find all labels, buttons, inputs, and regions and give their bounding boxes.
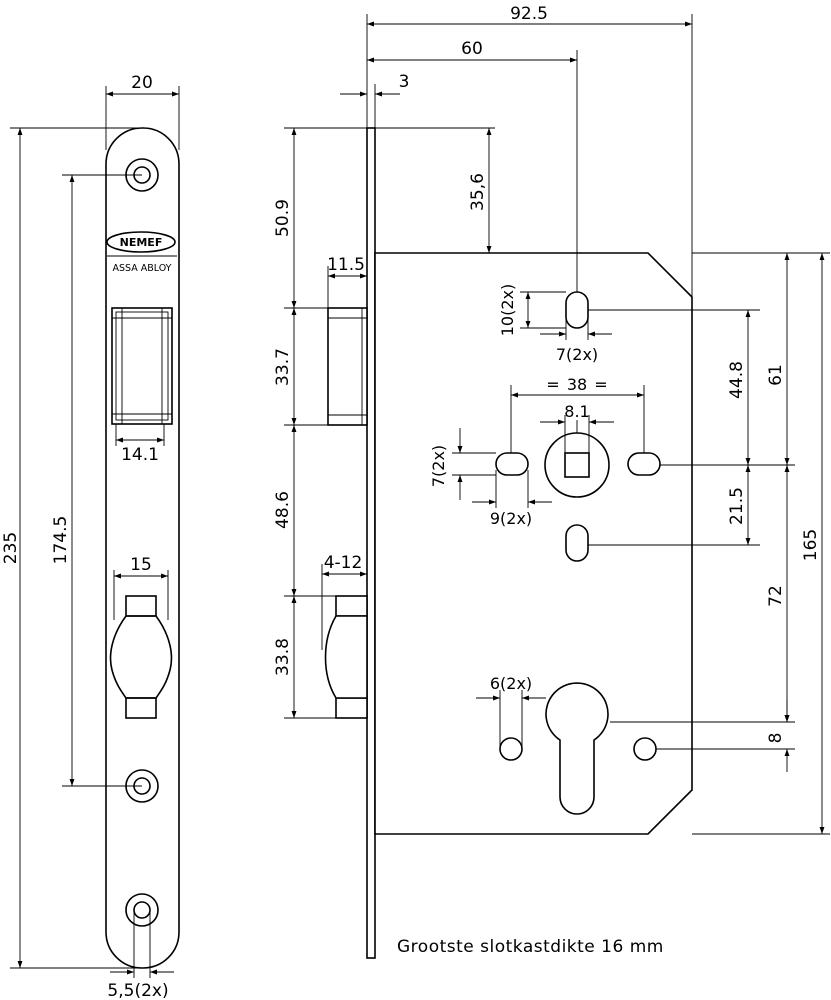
dim-label: 9(2x): [490, 509, 532, 528]
dim-label: 38: [567, 375, 587, 394]
dim-slot-to-spindle: 44.8: [727, 310, 751, 465]
dim-bolt-projection: 4-12: [321, 553, 367, 650]
cylinder-cutout: [545, 682, 609, 815]
brand-sub: ASSA ABLOY: [113, 263, 172, 274]
dim-spindle-square: 8.1: [540, 402, 614, 453]
brand-name: NEMEF: [120, 236, 163, 249]
dim-label: 92.5: [510, 4, 548, 24]
dim-backset: 60: [367, 39, 578, 292]
dim-label: 33.7: [273, 348, 293, 386]
latch-bolt: [327, 307, 368, 426]
dim-label: 165: [801, 529, 821, 561]
dim-label: 61: [766, 364, 786, 386]
dim-top-to-latch: 50.9: [273, 128, 328, 309]
svg-text:=: =: [546, 375, 559, 394]
dim-label: 8.1: [564, 402, 589, 421]
dim-top-to-case: 35,6: [468, 128, 492, 253]
front-plate: [105, 127, 180, 969]
side-view: 92.5 60 3 50.9 35,6 11.5: [273, 4, 830, 959]
dim-latch-width: 14.1: [115, 424, 165, 465]
deadbolt-opening: [109, 595, 173, 719]
dim-label: 8: [766, 733, 786, 744]
dim-label: 60: [461, 39, 483, 59]
dim-top-to-spindle: 61: [766, 253, 790, 465]
svg-text:=: =: [594, 375, 607, 394]
dim-label: 174.5: [51, 516, 71, 565]
dim-label: 20: [131, 73, 153, 93]
spindle-hub: [544, 420, 610, 498]
dim-bolt-width: 15: [113, 555, 169, 620]
front-plate-view: NEMEF ASSA ABLOY 20: [1, 73, 180, 1000]
dim-fixing-slot-height: 10(2x): [498, 284, 566, 337]
dim-label: 72: [766, 585, 786, 607]
dim-plate-height: 235: [1, 127, 142, 969]
dim-label: 33.8: [273, 638, 293, 676]
dim-fixing-slot-width: 7(2x): [540, 310, 612, 364]
lock-case: [374, 252, 693, 835]
dim-plate-width: 20: [105, 73, 180, 150]
dim-spindle-centers: 38 = =: [510, 375, 645, 453]
dim-label: 21.5: [727, 487, 747, 525]
latch-opening: [111, 307, 173, 425]
dim-screw-hole: 6(2x): [476, 674, 546, 749]
dim-spindle-to-cylinder: 72: [766, 465, 790, 722]
dim-label: 7(2x): [429, 445, 448, 487]
dim-plate-thickness: 3: [340, 72, 409, 128]
dim-label: 11.5: [327, 255, 365, 275]
dim-label: 44.8: [727, 361, 747, 399]
dim-label: 50.9: [273, 199, 293, 237]
dim-spindle-to-slot: 21.5: [727, 465, 751, 545]
caption: Grootste slotkastdikte 16 mm: [397, 937, 664, 957]
dim-case-height: 165: [801, 253, 825, 834]
dim-label: 15: [130, 555, 152, 575]
dim-latch-projection: 11.5: [327, 255, 367, 308]
dim-label: 7(2x): [556, 345, 598, 364]
forend-plate: [366, 127, 376, 959]
dim-label: 14.1: [121, 445, 159, 465]
dim-total-depth: 92.5: [366, 4, 693, 297]
dim-label: 6(2x): [490, 674, 532, 693]
dim-hole-spacing: 174.5: [51, 174, 142, 787]
dim-hole-diameter: 5,5(2x): [107, 910, 174, 1000]
side-slot-left: [495, 452, 529, 476]
dim-side-slot-width: 9(2x): [472, 470, 552, 528]
dim-label: 3: [399, 72, 410, 92]
dim-side-slot-height: 7(2x): [429, 428, 496, 500]
fixing-slot-bottom: [565, 524, 589, 562]
dim-label: 10(2x): [498, 284, 517, 337]
dim-label: 5,5(2x): [107, 981, 168, 1000]
dim-label: 48.6: [273, 491, 293, 529]
dim-bolt-height: 33.8: [273, 596, 336, 719]
dim-label: 4-12: [324, 553, 363, 573]
deadbolt: [324, 595, 368, 719]
dim-label: 35,6: [468, 173, 488, 211]
dim-cylinder-to-holes: 8: [766, 700, 790, 772]
nemef-logo: NEMEF ASSA ABLOY: [106, 231, 177, 274]
dim-latch-height: 33.7: [273, 308, 328, 426]
dim-latch-to-bolt: 48.6: [273, 425, 336, 597]
dim-label: 235: [1, 532, 21, 564]
